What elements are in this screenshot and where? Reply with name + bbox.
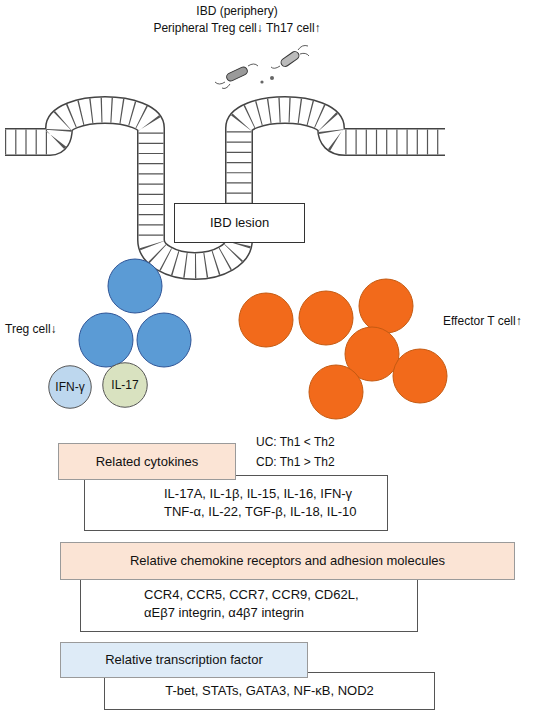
effector-cell bbox=[393, 349, 447, 403]
node-text: IL-17A, IL-1β, IL-15, IL-16, IFN-γ TNF-α… bbox=[164, 485, 376, 521]
effector-cell bbox=[299, 291, 353, 345]
node-text: IBD lesion bbox=[210, 214, 269, 232]
cytokine-circle: IFN-γ bbox=[48, 365, 92, 409]
treg-cells bbox=[79, 259, 191, 367]
effector-t-cells bbox=[239, 279, 447, 419]
epithelial-cells bbox=[5, 110, 445, 266]
subtitle-text: Peripheral Treg cell↓ Th17 cell↑ bbox=[87, 20, 387, 36]
node-text: IL-17 bbox=[111, 376, 138, 394]
flagella bbox=[271, 46, 309, 69]
circle-shape bbox=[49, 366, 92, 409]
epithelium-outline bbox=[5, 110, 445, 266]
ratio-note: CD: Th1 > Th2 bbox=[256, 454, 366, 470]
list-box: IL-17A, IL-1β, IL-15, IL-16, IFN-γ TNF-α… bbox=[84, 475, 388, 531]
treg-cell bbox=[79, 313, 133, 367]
cytokine-circle: IL-17 bbox=[102, 362, 148, 408]
node-text: CCR4, CCR5, CCR7, CCR9, CD62L, αEβ7 inte… bbox=[144, 586, 374, 622]
treg-cell bbox=[137, 313, 191, 367]
bacterium-dot bbox=[270, 76, 274, 80]
flagella bbox=[215, 64, 258, 89]
lesion-box: IBD lesion bbox=[174, 203, 305, 243]
bacterium bbox=[225, 66, 248, 83]
bacterium bbox=[280, 50, 301, 68]
list-box: CCR4, CCR5, CCR7, CCR9, CD62L, αEβ7 inte… bbox=[80, 575, 418, 632]
node-text: T-bet, STATs, GATA3, NF-κB, NOD2 bbox=[165, 682, 374, 700]
bacteria bbox=[215, 46, 309, 89]
epithelium-fill bbox=[5, 110, 445, 266]
circle-shape bbox=[103, 363, 148, 408]
node-text: Relative chemokine receptors and adhesio… bbox=[130, 552, 445, 570]
treg-cell bbox=[108, 259, 162, 313]
bacterium-dot bbox=[260, 80, 263, 83]
node-text: IFN-γ bbox=[55, 378, 84, 396]
ratio-note: UC: Th1 < Th2 bbox=[256, 434, 366, 450]
node-text: Related cytokines bbox=[96, 453, 199, 471]
node-text: Relative transcription factor bbox=[105, 651, 263, 669]
header-box: Relative chemokine receptors and adhesio… bbox=[60, 542, 515, 580]
header-box: Related cytokines bbox=[58, 443, 236, 480]
effector-cell bbox=[309, 365, 363, 419]
effector-cell bbox=[359, 279, 413, 333]
cell-label: Treg cell↓ bbox=[5, 321, 95, 337]
effector-cell bbox=[239, 293, 293, 347]
header-box: Relative transcription factor bbox=[60, 642, 308, 678]
diagram-title: IBD (periphery) bbox=[87, 3, 387, 19]
cell-label: Effector T cell↑ bbox=[443, 313, 547, 329]
